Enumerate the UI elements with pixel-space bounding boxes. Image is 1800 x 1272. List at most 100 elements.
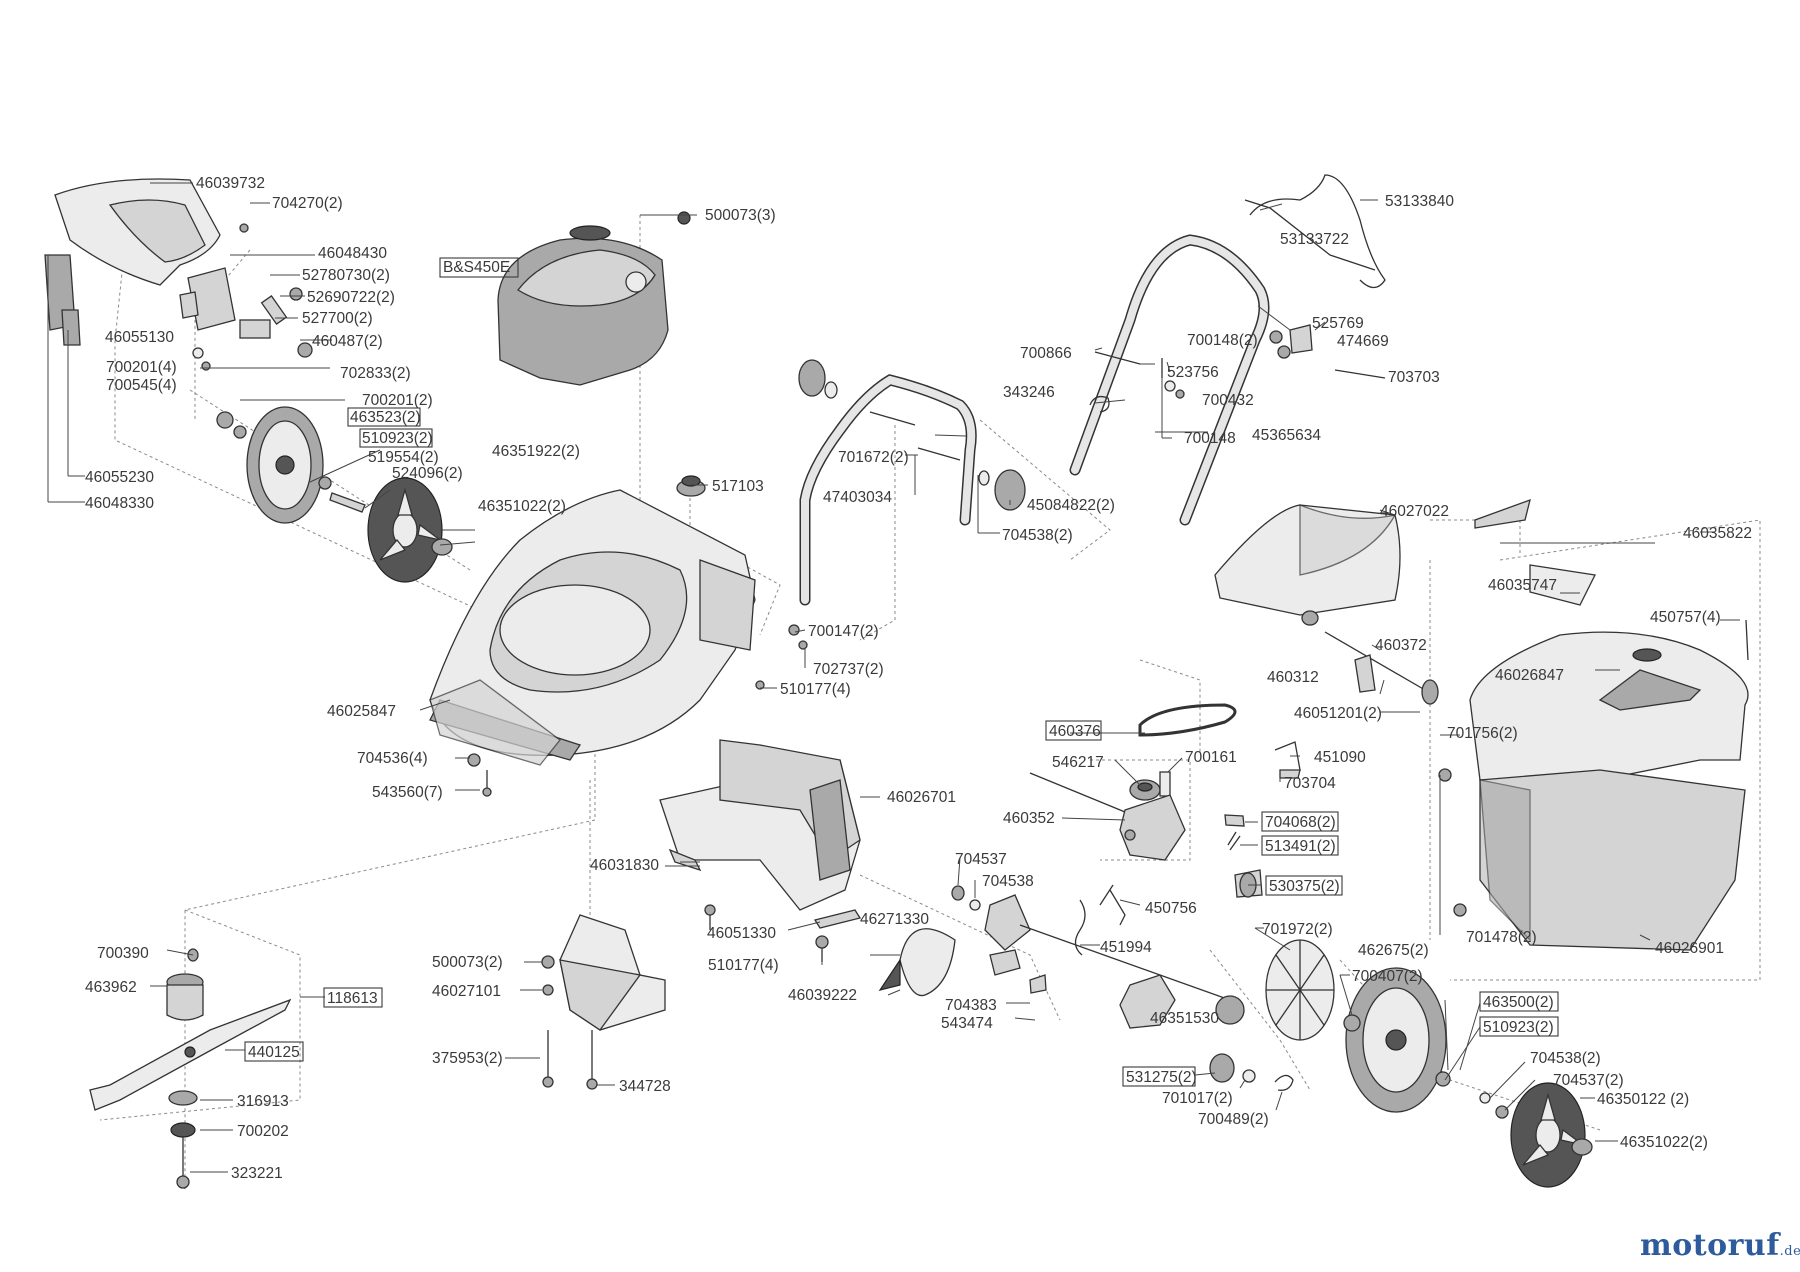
part-label: 703703 bbox=[1388, 369, 1440, 386]
part-label: 704537(2) bbox=[1553, 1072, 1624, 1089]
part-label: 700407(2) bbox=[1352, 968, 1423, 985]
part-label: 510923(2) bbox=[1483, 1019, 1554, 1036]
part-label: 46055230 bbox=[85, 469, 154, 486]
part-label: 700390 bbox=[97, 945, 149, 962]
part-label: 701972(2) bbox=[1262, 921, 1333, 938]
part-label: 46035747 bbox=[1488, 577, 1557, 594]
part-label: 375953(2) bbox=[432, 1050, 503, 1067]
part-label: 527700(2) bbox=[302, 310, 373, 327]
part-label: 701756(2) bbox=[1447, 725, 1518, 742]
part-label: 700161 bbox=[1185, 749, 1237, 766]
part-label: 700201(4) bbox=[106, 359, 177, 376]
part-label: 704538(2) bbox=[1002, 527, 1073, 544]
engine-part bbox=[497, 211, 691, 386]
part-label: 510923(2) bbox=[362, 430, 433, 447]
part-label: 524096(2) bbox=[392, 465, 463, 482]
part-label: 53133722 bbox=[1280, 231, 1349, 248]
mower-deck bbox=[429, 475, 808, 797]
part-label: 45084822(2) bbox=[1027, 497, 1115, 514]
part-label: 700148(2) bbox=[1187, 332, 1258, 349]
part-label: 46026901 bbox=[1655, 940, 1724, 957]
part-label: 513491(2) bbox=[1265, 838, 1336, 855]
part-label: 704538 bbox=[982, 873, 1034, 890]
mulch-plug bbox=[541, 914, 666, 1090]
part-label: 460487(2) bbox=[312, 333, 383, 350]
part-labels: 46039732 704270(2) 46048430 52780730(2) … bbox=[85, 175, 1752, 1182]
small-fasteners-top-left bbox=[192, 223, 313, 371]
part-label: 463962 bbox=[85, 979, 137, 996]
part-label: 46027101 bbox=[432, 983, 501, 1000]
part-label: 460312 bbox=[1267, 669, 1319, 686]
brand-logo: motoruf.de bbox=[1640, 1228, 1800, 1263]
brand-name: motoruf bbox=[1640, 1228, 1780, 1263]
part-label: 46351022(2) bbox=[1620, 1134, 1708, 1151]
part-label: 700489(2) bbox=[1198, 1111, 1269, 1128]
part-label: 704536(4) bbox=[357, 750, 428, 767]
part-label: 701017(2) bbox=[1162, 1090, 1233, 1107]
part-label: 700148 bbox=[1184, 430, 1236, 447]
part-label: 46035822 bbox=[1683, 525, 1752, 542]
label-frames bbox=[244, 257, 1559, 1087]
part-label: 700866 bbox=[1020, 345, 1072, 362]
part-label: 46026847 bbox=[1495, 667, 1564, 684]
upper-handle bbox=[1069, 174, 1386, 526]
part-label: 700201(2) bbox=[362, 392, 433, 409]
blade-assembly bbox=[89, 948, 292, 1189]
rear-flap-part bbox=[44, 178, 236, 346]
part-label: 53133840 bbox=[1385, 193, 1454, 210]
part-label: 702737(2) bbox=[813, 661, 884, 678]
part-label: 46051330 bbox=[707, 925, 776, 942]
rear-axle-assembly bbox=[878, 885, 1294, 1091]
part-label: 46039222 bbox=[788, 987, 857, 1004]
part-label: 451090 bbox=[1314, 749, 1366, 766]
part-label: 46025847 bbox=[327, 703, 396, 720]
brand-suffix: .de bbox=[1779, 1244, 1800, 1259]
part-label: 460376 bbox=[1049, 723, 1101, 740]
part-label: 463523(2) bbox=[350, 409, 421, 426]
part-label: 46027022 bbox=[1380, 503, 1449, 520]
part-label: 703704 bbox=[1284, 775, 1336, 792]
part-label: B&S450E bbox=[443, 259, 510, 276]
part-label: 463500(2) bbox=[1483, 994, 1554, 1011]
part-label: 46048430 bbox=[318, 245, 387, 262]
part-label: 700432 bbox=[1202, 392, 1254, 409]
part-label: 46351922(2) bbox=[492, 443, 580, 460]
discharge-chute bbox=[659, 739, 862, 962]
part-label: 52690722(2) bbox=[307, 289, 395, 306]
part-label: 46026701 bbox=[887, 789, 956, 806]
part-label: 451994 bbox=[1100, 939, 1152, 956]
hubcap-left bbox=[367, 477, 453, 583]
part-label: 700147(2) bbox=[808, 623, 879, 640]
part-label: 46051201(2) bbox=[1294, 705, 1382, 722]
parts-drawings bbox=[44, 174, 1749, 1189]
part-label: 118613 bbox=[327, 990, 378, 1007]
part-label: 519554(2) bbox=[368, 449, 439, 466]
part-label: 701672(2) bbox=[838, 449, 909, 466]
grass-bag bbox=[1438, 498, 1749, 951]
part-label: 45365634 bbox=[1252, 427, 1321, 444]
part-label: 546217 bbox=[1052, 754, 1104, 771]
part-label: 46351022(2) bbox=[478, 498, 566, 515]
part-label: 52780730(2) bbox=[302, 267, 390, 284]
part-label: 517103 bbox=[712, 478, 764, 495]
part-label: 704383 bbox=[945, 997, 997, 1014]
part-label: 704270(2) bbox=[272, 195, 343, 212]
part-label: 700202 bbox=[237, 1123, 289, 1140]
part-label: 510177(4) bbox=[708, 957, 779, 974]
part-label: 47403034 bbox=[823, 489, 892, 506]
grass-bag-handle bbox=[1214, 504, 1439, 705]
part-label: 316913 bbox=[237, 1093, 289, 1110]
part-label: 510177(4) bbox=[780, 681, 851, 698]
part-label: 46039732 bbox=[196, 175, 265, 192]
part-label: 704068(2) bbox=[1265, 814, 1336, 831]
part-label: 523756 bbox=[1167, 364, 1219, 381]
part-label: 543474 bbox=[941, 1015, 993, 1032]
part-label: 323221 bbox=[231, 1165, 283, 1182]
part-label: 543560(7) bbox=[372, 784, 443, 801]
part-label: 46055130 bbox=[105, 329, 174, 346]
part-label: 525769 bbox=[1312, 315, 1364, 332]
rear-wheel-left bbox=[216, 406, 366, 524]
part-label: 530375(2) bbox=[1269, 878, 1340, 895]
part-label: 500073(3) bbox=[705, 207, 776, 224]
